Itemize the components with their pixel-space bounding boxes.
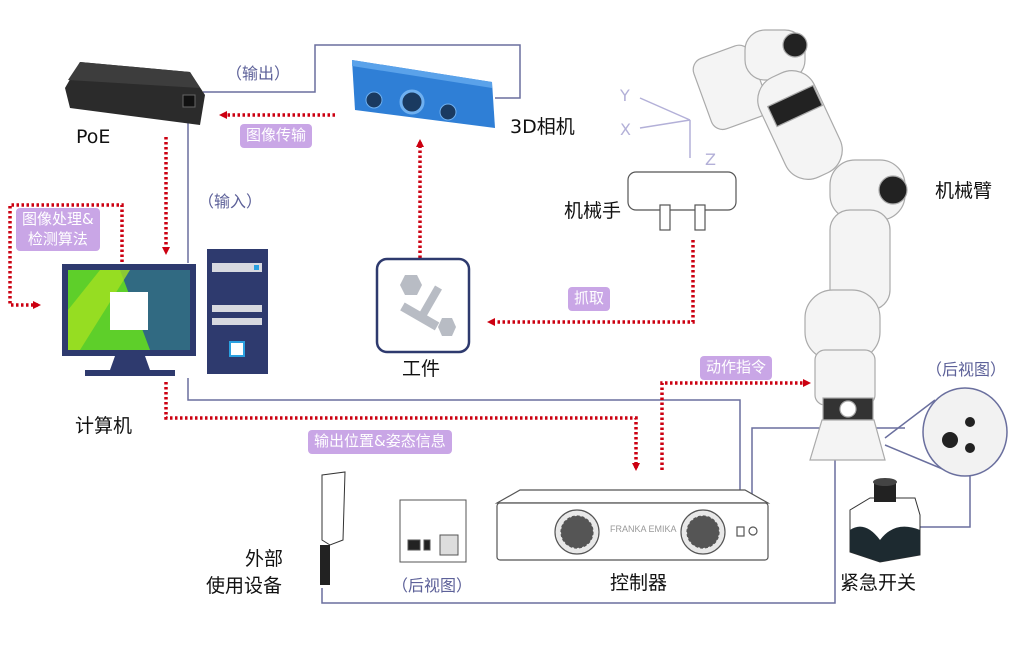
camera-label: 3D相机 xyxy=(510,116,575,138)
wire-estop-arm xyxy=(920,455,971,528)
tag-processing-line2: 检测算法 xyxy=(27,229,88,248)
wire-poe-camera xyxy=(203,44,521,99)
gripper xyxy=(627,171,737,231)
axes-icon xyxy=(639,97,691,158)
controller-label: 控制器 xyxy=(610,572,668,594)
poe-label: PoE xyxy=(76,126,111,148)
gripper-label: 机械手 xyxy=(564,200,622,222)
controller-rear-view xyxy=(399,499,467,563)
tag-grab: 抓取 xyxy=(568,287,611,311)
inset-leader xyxy=(884,399,936,439)
output-note: （输出） xyxy=(226,64,291,83)
external-label-2: 使用设备 xyxy=(206,575,283,597)
arrow-gripper-to-workpiece xyxy=(487,240,695,326)
workpiece-label: 工件 xyxy=(402,358,441,380)
poe-device xyxy=(65,62,205,125)
tag-processing: 图像处理& 检测算法 xyxy=(16,208,100,251)
controller xyxy=(494,489,771,561)
3d-camera xyxy=(352,60,495,128)
estop-label: 紧急开关 xyxy=(840,572,917,594)
input-note: （输入） xyxy=(198,192,263,211)
controller-rear-view-note: （后视图） xyxy=(392,576,473,595)
external-label-1: 外部 xyxy=(245,548,284,570)
controller-brand: FRANKA EMIKA xyxy=(610,524,677,534)
wire-external-arm xyxy=(321,448,836,604)
arm-rear-view-inset xyxy=(922,387,1008,477)
arrow-controller-to-arm xyxy=(660,379,811,470)
computer xyxy=(62,249,268,376)
inset-leader xyxy=(884,444,946,471)
tag-processing-line1: 图像处理& xyxy=(22,210,94,228)
external-enabling-device xyxy=(320,471,346,585)
computer-label: 计算机 xyxy=(75,415,133,437)
tag-image-transfer: 图像传输 xyxy=(240,124,313,148)
axis-z: Z xyxy=(705,150,716,169)
tag-motion-command: 动作指令 xyxy=(700,356,773,380)
arm-rear-view-note: （后视图） xyxy=(926,360,1007,379)
robot-arm xyxy=(692,29,908,461)
axis-y: Y xyxy=(620,86,630,105)
emergency-stop xyxy=(849,478,921,563)
arrow-computer-to-controller xyxy=(164,382,640,471)
tag-pose-output: 输出位置&姿态信息 xyxy=(308,430,452,454)
workpiece xyxy=(375,257,471,354)
axis-x: X xyxy=(620,120,631,139)
arm-label: 机械臂 xyxy=(935,180,993,202)
wire-computer-controller xyxy=(187,378,741,530)
